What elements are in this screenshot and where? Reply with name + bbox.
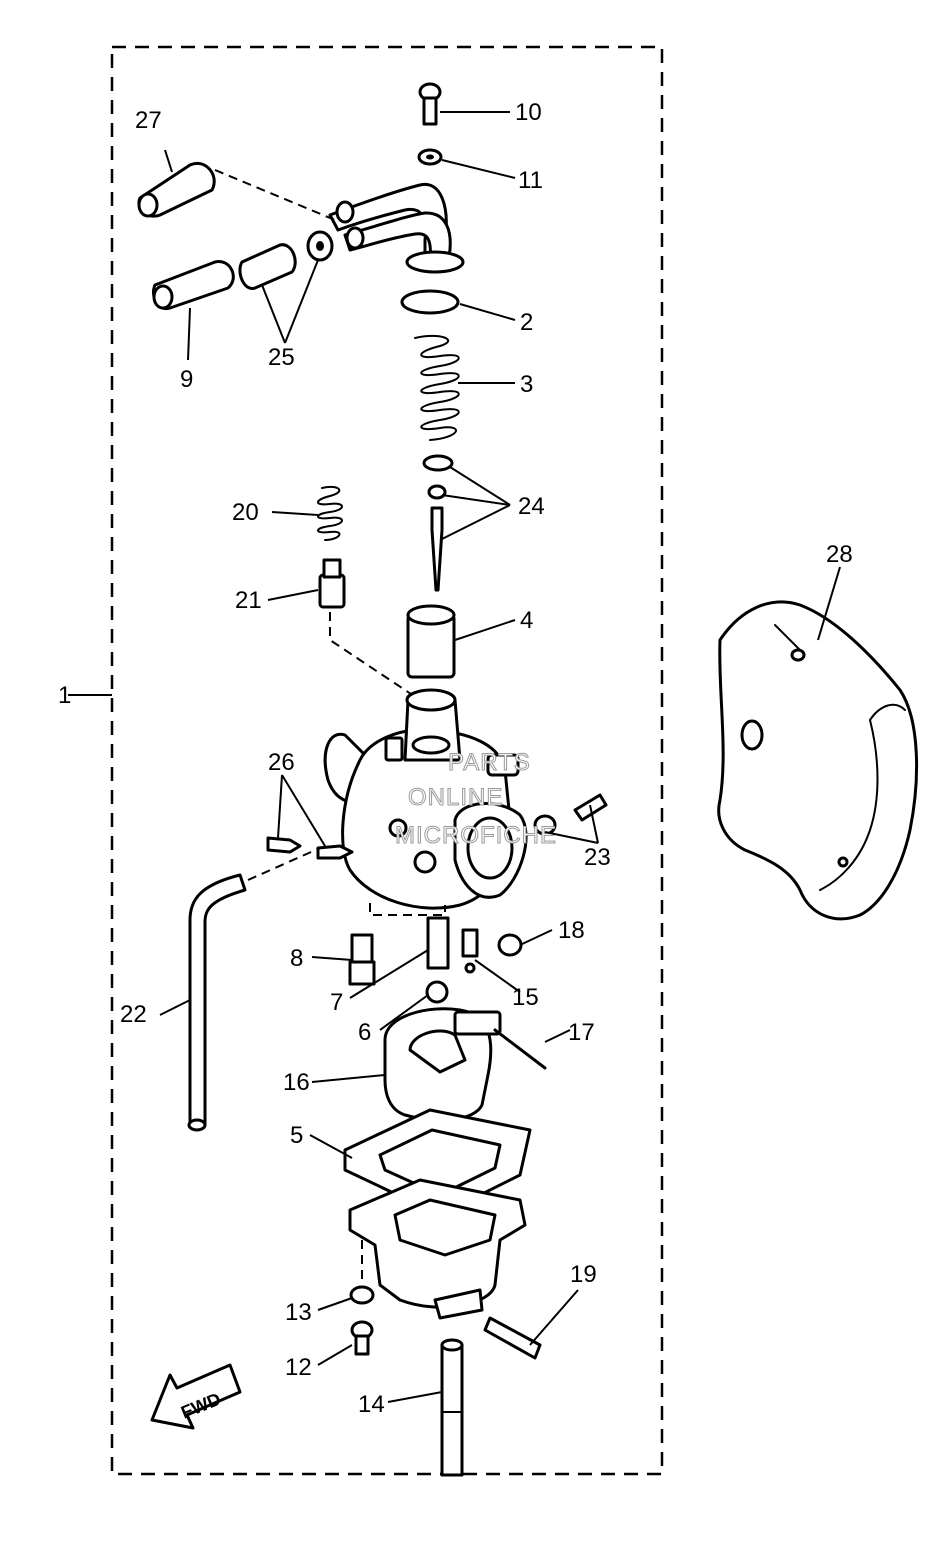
washer-11	[417, 148, 443, 166]
main-jet-7	[426, 916, 450, 970]
watermark-line1: PARTS	[448, 749, 531, 776]
drain-screw-19	[483, 1316, 542, 1360]
label-27: 27	[135, 107, 162, 134]
cover-28	[717, 600, 919, 921]
label-26: 26	[268, 749, 295, 776]
label-16: 16	[283, 1069, 310, 1096]
cap-27	[137, 161, 216, 218]
hose-22	[187, 873, 247, 1132]
label-18: 18	[558, 917, 585, 944]
label-6: 6	[358, 1019, 371, 1046]
spring-20	[317, 486, 343, 541]
watermark: PARTS ONLINE MICROFICHE	[395, 749, 557, 850]
leader-lines	[159, 111, 841, 1403]
washer-13	[349, 1285, 375, 1305]
label-13: 13	[285, 1299, 312, 1326]
label-17: 17	[568, 1019, 595, 1046]
label-9: 9	[180, 366, 193, 393]
plug-18	[497, 933, 523, 957]
label-15: 15	[512, 984, 539, 1011]
label-3: 3	[520, 371, 533, 398]
label-21: 21	[235, 587, 262, 614]
screw-12	[350, 1320, 374, 1356]
needle-jet-8	[348, 933, 376, 986]
carburetor-body	[323, 688, 528, 910]
label-11: 11	[518, 167, 543, 194]
screw-26b	[316, 844, 354, 860]
cap-9	[152, 260, 235, 311]
label-12: 12	[285, 1354, 312, 1381]
label-7: 7	[330, 989, 343, 1016]
gasket-5	[343, 1108, 532, 1217]
label-2: 2	[520, 309, 533, 336]
label-24: 24	[518, 493, 545, 520]
label-25: 25	[268, 344, 295, 371]
clip-24	[422, 454, 454, 592]
label-20: 20	[232, 499, 259, 526]
jet-6	[425, 980, 449, 1004]
spring-3	[414, 334, 460, 441]
label-4: 4	[520, 607, 533, 634]
screw-10	[418, 82, 442, 126]
label-1: 1	[58, 682, 71, 709]
needle-valve-15	[461, 928, 479, 974]
throttle-valve-4	[406, 604, 456, 679]
float-pin-17	[493, 1028, 547, 1070]
adjuster-nut-25	[238, 230, 334, 290]
label-5: 5	[290, 1122, 303, 1149]
cable-adjuster-elbow	[328, 182, 465, 274]
jet-21	[318, 558, 346, 609]
label-10: 10	[515, 99, 542, 126]
label-23: 23	[584, 844, 611, 871]
float-16	[383, 1007, 502, 1122]
label-8: 8	[290, 945, 303, 972]
label-28: 28	[826, 541, 853, 568]
screw-26a	[266, 836, 302, 854]
fwd-arrow-icon: FWD	[150, 1363, 242, 1430]
label-14: 14	[358, 1391, 385, 1418]
watermark-line3: MICROFICHE	[395, 822, 557, 849]
tube-14	[440, 1338, 464, 1477]
watermark-line2: ONLINE	[408, 784, 503, 811]
label-22: 22	[120, 1001, 147, 1028]
label-19: 19	[570, 1261, 597, 1288]
part-labels: 1 2 3 4 5 6 7 8 9 10 11 12 13 14 15 16 1…	[58, 99, 853, 1418]
gasket-2	[400, 289, 460, 315]
float-bowl	[348, 1178, 527, 1320]
